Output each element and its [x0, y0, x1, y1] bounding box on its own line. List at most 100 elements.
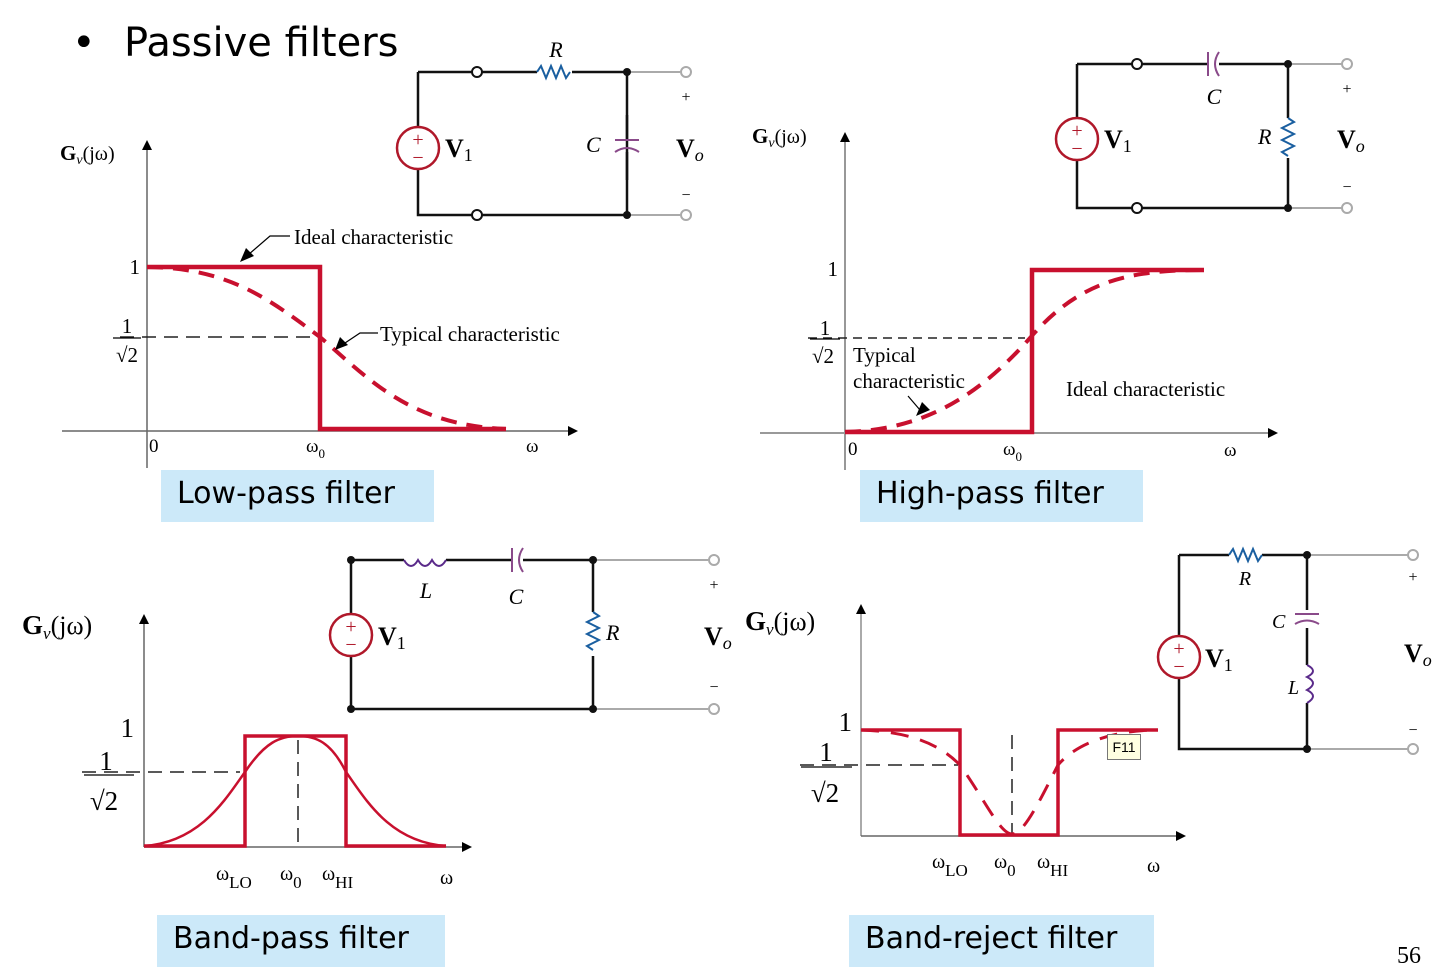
- source-plus: +: [1173, 638, 1184, 660]
- bp-xtick-whi: ωHI: [322, 863, 353, 892]
- output-terminal: [708, 554, 720, 566]
- lp-xtick-0: 0: [149, 436, 159, 457]
- hp-typical-label-2: characteristic: [853, 369, 965, 393]
- v1-label: V1: [1104, 125, 1132, 156]
- lowpass-circuit: [395, 63, 692, 221]
- hp-gain-label: Gv(jω): [752, 124, 807, 151]
- bp-ytick-num: 1: [99, 746, 113, 776]
- output-wire: [627, 71, 680, 216]
- br-xtick-w0: ω0: [994, 851, 1016, 880]
- typical-leader: [341, 332, 378, 346]
- caption-highpass: High-pass filter: [860, 470, 1143, 522]
- ideal-curve: [147, 264, 506, 432]
- resistor-icon: [1279, 117, 1297, 157]
- capacitor-icon: [1294, 613, 1320, 625]
- br-ytick-num: 1: [819, 737, 833, 767]
- bullet: •: [72, 20, 96, 66]
- bp-xtick-wlo: ωLO: [216, 863, 252, 892]
- title-text: Passive filters: [124, 20, 399, 66]
- node: [347, 705, 355, 713]
- resistor-label: R: [1257, 124, 1272, 149]
- voltage-source-icon: [1054, 116, 1100, 162]
- hp-ytick-den: √2: [812, 344, 834, 368]
- resistor-icon: [584, 611, 602, 651]
- typical-curve: [143, 734, 447, 848]
- capacitor-icon: [511, 547, 524, 573]
- caption-lowpass: Low-pass filter: [161, 470, 434, 522]
- slide-title: • Passive filters: [72, 20, 399, 66]
- lp-ytick-num: 1: [122, 314, 133, 338]
- caption-bandpass: Band-pass filter: [157, 915, 445, 967]
- node: [347, 556, 355, 564]
- vo-plus: +: [709, 577, 718, 594]
- source-minus: −: [1173, 656, 1184, 678]
- hp-ytick-num: 1: [820, 316, 831, 340]
- node: [623, 211, 631, 219]
- node: [1284, 60, 1292, 68]
- br-ytick-den: √2: [811, 778, 839, 808]
- bandreject-chart: [800, 604, 1186, 841]
- v1-label: V1: [378, 622, 406, 653]
- typical-leader: [907, 395, 921, 411]
- lp-gain-label: Gv(jω): [60, 141, 115, 168]
- typical-curve: [844, 268, 1205, 434]
- wire: [416, 70, 629, 217]
- source-minus: −: [412, 147, 423, 169]
- source-plus: +: [1071, 120, 1082, 142]
- lp-ideal-label: Ideal characteristic: [294, 225, 453, 249]
- vo-label: Vo: [1404, 639, 1432, 670]
- vo-plus: +: [1342, 81, 1351, 98]
- inductor-label: L: [1287, 677, 1299, 699]
- hp-ytick-1: 1: [828, 257, 839, 281]
- output-terminal: [708, 703, 720, 715]
- vo-label: Vo: [676, 134, 704, 165]
- node: [1303, 745, 1311, 753]
- vo-minus: −: [1408, 722, 1417, 739]
- output-terminal: [1407, 743, 1419, 755]
- output-wire: [593, 559, 708, 710]
- bp-ytick-den: √2: [90, 786, 118, 816]
- resistor-icon: [536, 63, 571, 81]
- inductor-icon: [1304, 664, 1314, 704]
- br-gain-label: Gv(jω): [745, 606, 815, 639]
- br-xlabel: ω: [1147, 855, 1160, 877]
- source-plus: +: [345, 616, 356, 638]
- br-xtick-wlo: ωLO: [932, 851, 968, 880]
- voltage-source-icon: [1156, 634, 1202, 680]
- capacitor-label: C: [1207, 84, 1222, 109]
- voltage-source-icon: [395, 125, 441, 171]
- capacitor-label: C: [509, 584, 524, 609]
- hp-xlabel: ω: [1224, 440, 1237, 461]
- vo-minus: −: [709, 679, 718, 696]
- lp-xlabel: ω: [526, 436, 539, 457]
- terminal: [1131, 58, 1143, 70]
- output-terminal: [1341, 202, 1353, 214]
- hp-ideal-label: Ideal characteristic: [1066, 377, 1225, 401]
- source-minus: −: [1071, 138, 1082, 160]
- typical-curve: [860, 728, 1159, 836]
- source-plus: +: [412, 129, 423, 151]
- capacitor-icon: [614, 139, 640, 153]
- hp-xtick-0: 0: [848, 439, 858, 460]
- vo-label: Vo: [1337, 125, 1365, 156]
- typical-arrow-icon: [916, 402, 930, 416]
- v1-label: V1: [1205, 644, 1233, 675]
- voltage-source-icon: [328, 612, 374, 658]
- lp-xtick-w0: ω0: [306, 436, 325, 461]
- capacitor-label: C: [1272, 611, 1286, 633]
- node: [1284, 204, 1292, 212]
- lowpass-chart: [62, 140, 578, 468]
- output-wire: [1288, 63, 1342, 209]
- highpass-chart: [760, 132, 1278, 470]
- bandpass-chart: [82, 614, 472, 852]
- lp-ytick-den: √2: [116, 343, 138, 367]
- lp-typical-label: Typical characteristic: [380, 322, 560, 346]
- terminal: [471, 66, 483, 78]
- output-terminal: [1407, 549, 1419, 561]
- resistor-label: R: [1238, 568, 1251, 590]
- node: [589, 705, 597, 713]
- inductor-icon: [403, 558, 447, 567]
- v1-label: V1: [445, 134, 473, 165]
- hp-xtick-w0: ω0: [1003, 439, 1022, 464]
